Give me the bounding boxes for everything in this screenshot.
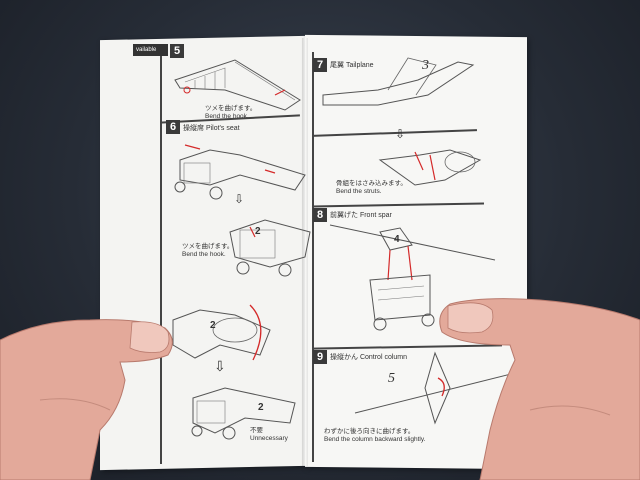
page-tab: vailable (133, 44, 168, 56)
step-9-number: 9 (313, 350, 327, 364)
step-6-part-number-3: 2 (258, 402, 264, 413)
step-5-number: 5 (170, 44, 184, 58)
step-8-part-number: 4 (394, 234, 400, 245)
step-9-title: 操縦かん Control column (330, 354, 408, 361)
arrow-down-2: ⇩ (214, 358, 226, 374)
step-8-title: 前翼げた Front spar (330, 212, 392, 219)
step-5-note-en: Bend the hook. (205, 113, 249, 120)
step-6-hook-drawing (229, 219, 311, 277)
page-fold (302, 38, 308, 466)
step-9-column-drawing (354, 351, 516, 425)
step-6-title: 操縦席 Pilot's seat (183, 125, 240, 132)
step-8-spar-drawing (329, 224, 496, 331)
step-6-number: 6 (166, 120, 180, 134)
step-7-note-en: Bend the struts. (336, 188, 382, 195)
step-7-title: 尾翼 Tailplane (330, 62, 374, 69)
step-7-number: 7 (313, 58, 327, 72)
step-6-part-number: 2 (255, 226, 261, 237)
step-6-note-jp: ツメを曲げます。 (182, 243, 234, 250)
step-6-wing-drawing (172, 304, 271, 361)
step-7-note-jp: 骨組をはさみ込みます。 (336, 180, 407, 187)
step-6-unnecessary-en: Unnecessary (250, 435, 288, 442)
step-5-note-jp: ツメを曲げます。 (205, 105, 257, 112)
step-6-part-number-2: 2 (210, 320, 216, 331)
left-margin-line (160, 44, 162, 464)
right-hand (439, 298, 640, 480)
left-hand (0, 319, 173, 480)
step-8-number: 8 (313, 208, 327, 222)
step-7-struts-drawing (378, 149, 482, 186)
step-7-tail-drawing (322, 57, 475, 106)
step-7-part-number: 3 (422, 58, 429, 73)
step-6-unnecessary-jp: 不要 (250, 427, 263, 434)
right-margin-line (312, 52, 314, 462)
step-6-final-drawing (191, 387, 296, 440)
arrow-down-3: ⇩ (395, 127, 406, 141)
step-9-part-number: 5 (388, 371, 395, 386)
step-9-note-jp: わずかに後ろ向きに曲げます。 (324, 428, 415, 435)
step-6-note-en: Bend the hook. (182, 251, 226, 258)
arrow-down-1: ⇩ (234, 192, 245, 206)
step-9-note-en: Bend the column backward slightly. (324, 436, 426, 443)
step-6-seat-drawing (174, 144, 306, 200)
step-5-drawing (174, 59, 301, 111)
